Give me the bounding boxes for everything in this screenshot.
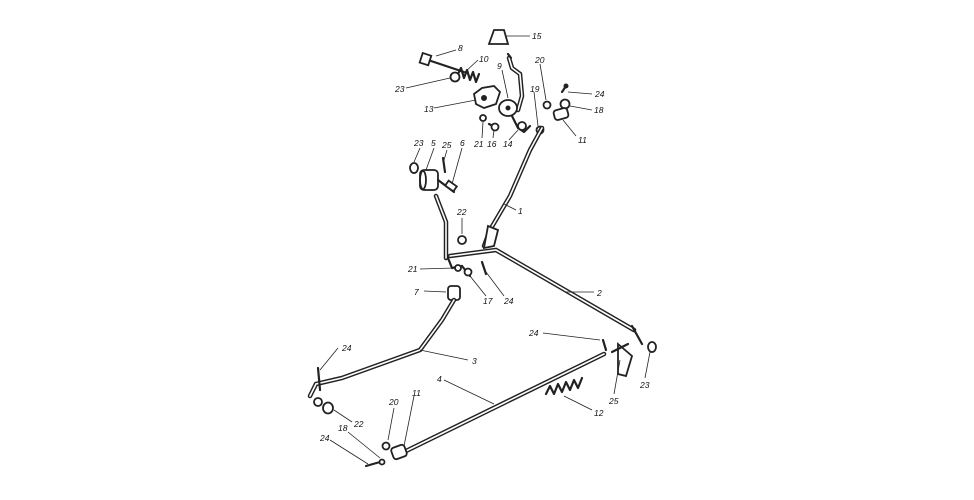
callout-13: 13	[424, 104, 434, 114]
disc-9	[498, 99, 518, 117]
callout-2: 2	[596, 288, 602, 298]
callout-14: 14	[503, 139, 513, 149]
shaft-6	[436, 178, 459, 194]
callout-12: 12	[594, 408, 604, 418]
nut-22-left	[313, 397, 334, 415]
callout-18-top: 18	[594, 105, 604, 115]
spring-10	[456, 66, 481, 84]
callout-7: 7	[414, 287, 419, 297]
callout-3: 3	[472, 356, 477, 366]
callout-6: 6	[460, 138, 465, 148]
gear-lever-upper	[506, 52, 525, 113]
lever-arm-left	[433, 193, 449, 261]
rod-2	[446, 247, 637, 333]
callout-23-mid: 23	[413, 138, 424, 148]
callout-4: 4	[437, 374, 442, 384]
rod-3	[307, 297, 457, 399]
pin-25-right	[610, 342, 630, 354]
callout-5: 5	[431, 138, 436, 148]
bolt-17	[460, 264, 473, 278]
callout-24-bottom: 24	[319, 433, 330, 443]
washer-21-top	[479, 114, 487, 122]
callout-19: 19	[530, 84, 540, 94]
knob-15	[487, 29, 510, 45]
callout-21-mid: 21	[407, 264, 418, 274]
callout-23-top: 23	[394, 84, 405, 94]
callout-17: 17	[483, 296, 493, 306]
callout-15: 15	[532, 31, 542, 41]
pin-24-top	[560, 83, 569, 94]
callout-9: 9	[497, 61, 502, 71]
rod-4	[401, 351, 607, 455]
callout-18-bottom: 18	[338, 423, 348, 433]
pin-24-left	[316, 366, 322, 392]
bracket-right	[617, 324, 644, 378]
callout-1: 1	[518, 206, 523, 216]
bushing-11-bottom	[390, 443, 408, 461]
pin-24-mid	[480, 260, 488, 276]
lever-14	[510, 114, 532, 134]
nut-23-top	[449, 71, 461, 83]
callout-11-top: 11	[578, 135, 587, 145]
washer-21-mid	[454, 264, 462, 272]
callout-25-top: 25	[441, 140, 452, 150]
callout-20-top: 20	[534, 55, 545, 65]
bushing-11-top	[552, 107, 570, 121]
leader-lines	[319, 35, 651, 465]
callout-20-bottom: 20	[388, 397, 399, 407]
nut-23-right	[647, 341, 657, 353]
callout-25-right: 25	[608, 396, 619, 406]
pin-24-right	[601, 338, 608, 352]
pin-18-24-bottom	[364, 458, 386, 468]
callout-24-right: 24	[528, 328, 539, 338]
nut-22-mid	[457, 235, 467, 245]
nut-23-mid	[409, 162, 419, 174]
rod-1	[481, 125, 545, 250]
callout-16: 16	[487, 139, 497, 149]
callout-24-mid: 24	[503, 296, 514, 306]
callout-8: 8	[458, 43, 463, 53]
callout-labels: 15 8 10 9 20 24 23 13 19 18 11 21 16 14 …	[319, 31, 650, 443]
bracket-13	[473, 85, 502, 109]
spring-12	[544, 376, 584, 396]
pin-25-top	[441, 156, 447, 174]
callout-23-right: 23	[639, 380, 650, 390]
callout-22-mid: 22	[456, 207, 467, 217]
bushing-5	[419, 169, 439, 191]
callout-11-bottom: 11	[412, 388, 421, 398]
washer-20-bottom	[381, 441, 391, 451]
bolt-8	[418, 51, 466, 74]
washer-20-top	[542, 100, 552, 110]
callout-21-top: 21	[473, 139, 484, 149]
callout-24-top: 24	[594, 89, 605, 99]
callout-24-left: 24	[341, 343, 352, 353]
bolt-16	[487, 122, 500, 132]
callout-22-bottom: 22	[353, 419, 364, 429]
callout-10: 10	[479, 54, 489, 64]
